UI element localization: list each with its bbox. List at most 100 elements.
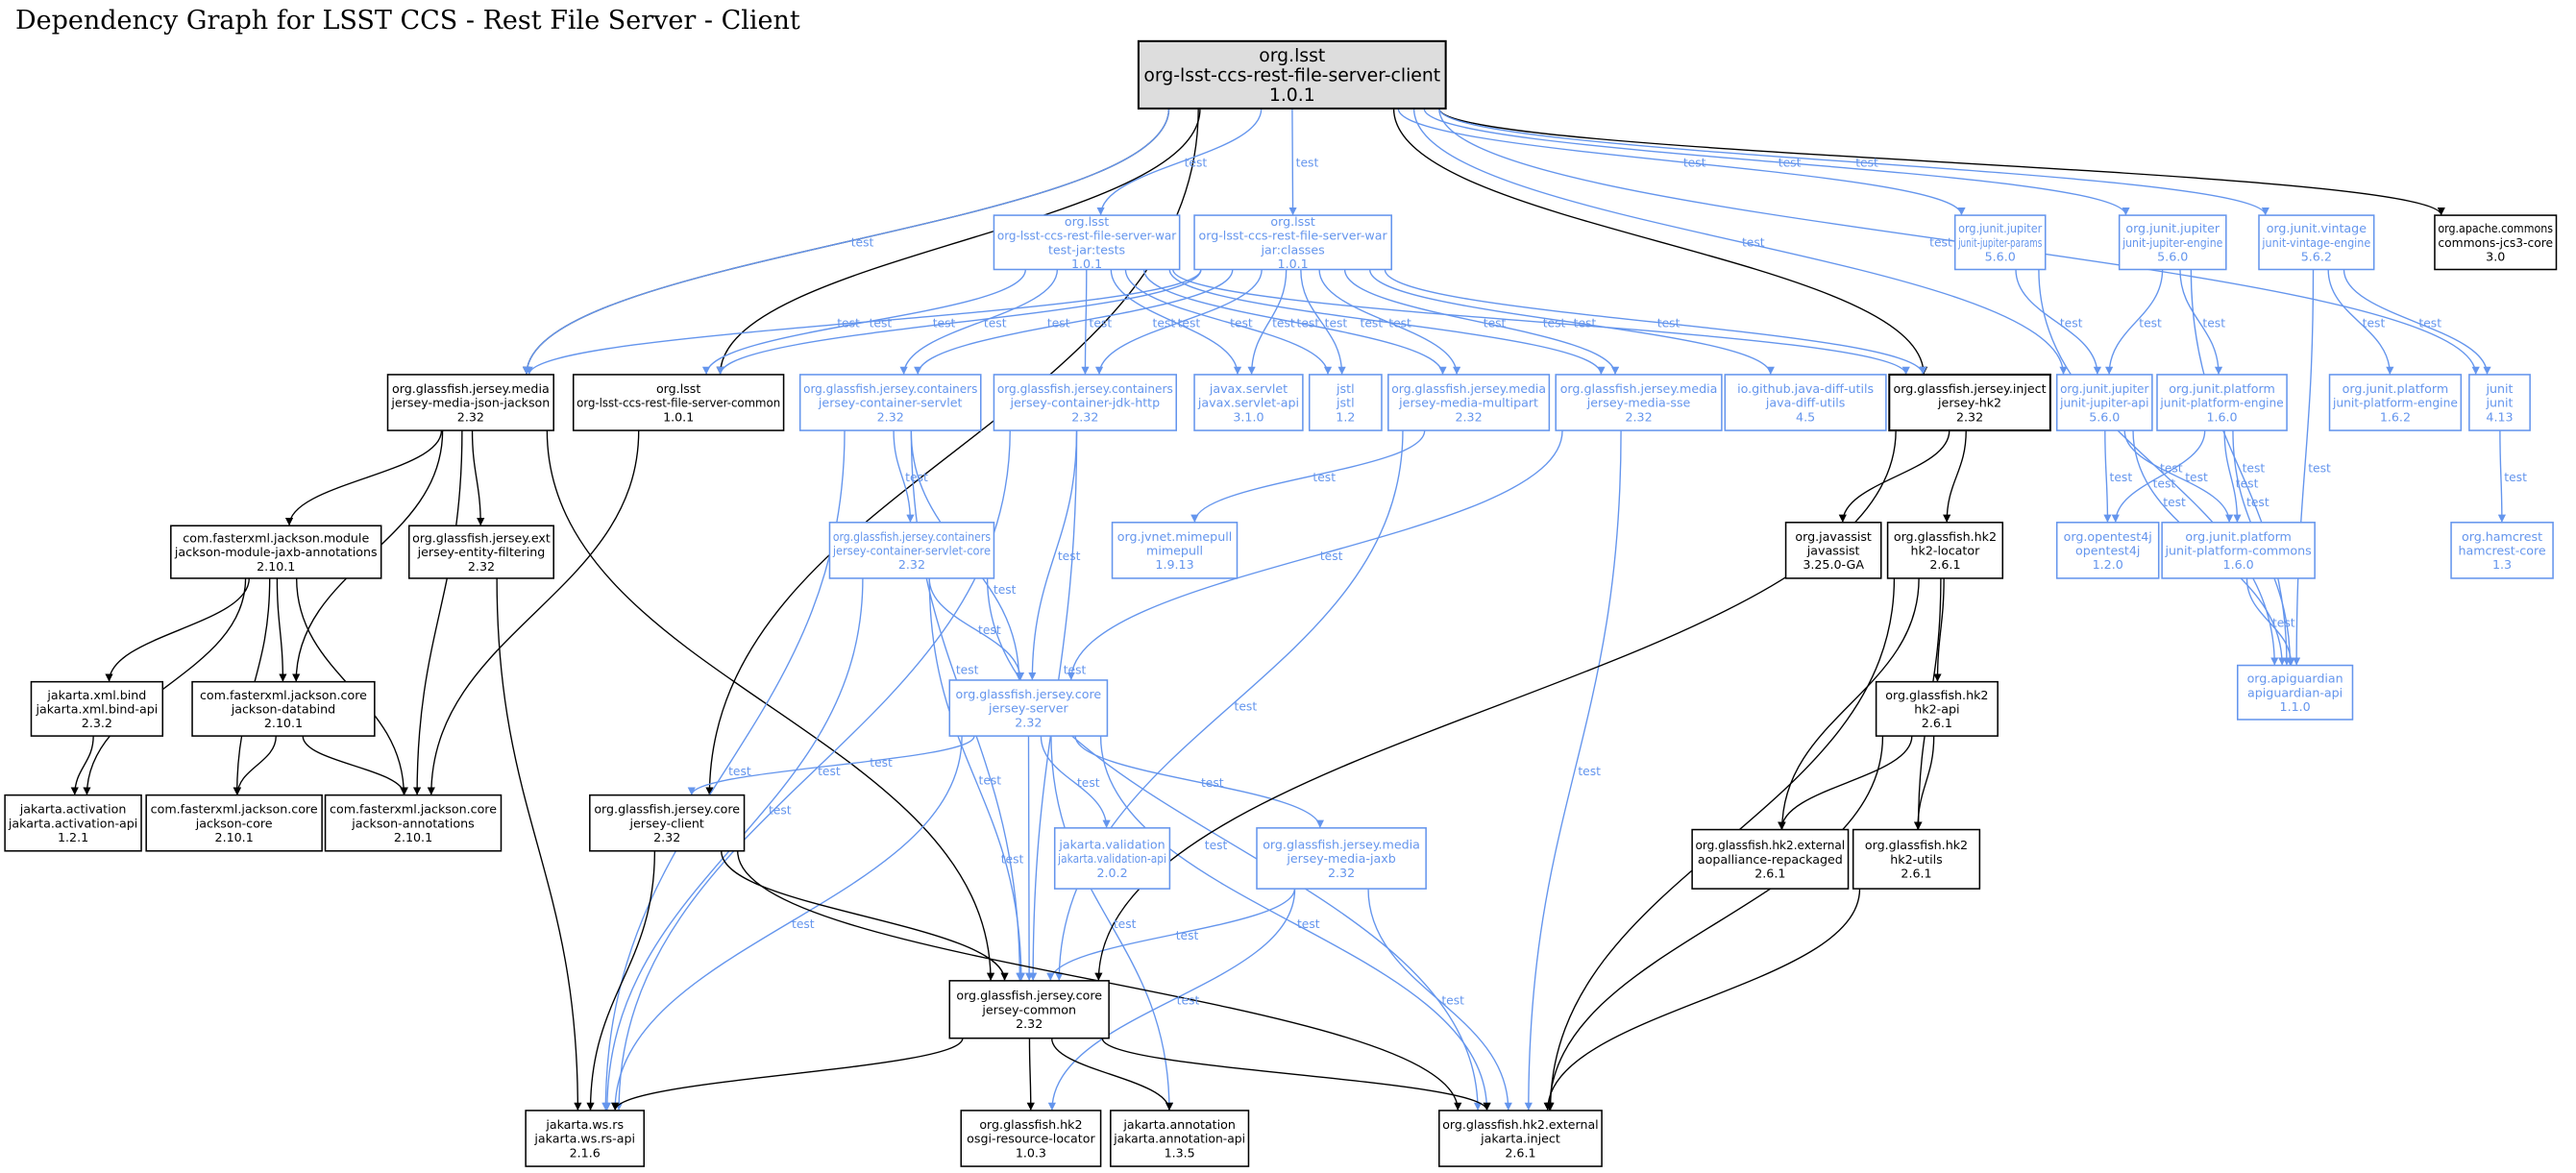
dependency-node-sse[interactable]: org.glassfish.jersey.mediajersey-media-s… bbox=[1555, 374, 1723, 431]
node-group: jakarta.annotation bbox=[1122, 1117, 1235, 1132]
node-group: com.fasterxml.jackson.core bbox=[330, 802, 497, 817]
node-version: 1.6.0 bbox=[2206, 409, 2237, 424]
node-group: junit bbox=[2485, 381, 2513, 396]
node-artifact: org-lsst-ccs-rest-file-server-client bbox=[1143, 66, 1440, 86]
node-group: jakarta.xml.bind bbox=[46, 688, 146, 702]
dependency-node-war-tests[interactable]: org.lsstorg-lsst-ccs-rest-file-server-wa… bbox=[993, 214, 1181, 271]
dependency-node-server-common[interactable]: org.lsstorg-lsst-ccs-rest-file-server-co… bbox=[572, 374, 785, 431]
edge-scope-label: test bbox=[1090, 316, 1113, 330]
dependency-node-plat-engine-160[interactable]: org.junit.platformjunit-platform-engine1… bbox=[2156, 374, 2288, 431]
dependency-node-json-jackson[interactable]: org.glassfish.jersey.mediajersey-media-j… bbox=[386, 374, 554, 431]
dependency-node-databind[interactable]: com.fasterxml.jackson.corejackson-databi… bbox=[191, 680, 376, 737]
node-version: 1.9.13 bbox=[1155, 557, 1193, 572]
node-artifact: jackson-annotations bbox=[351, 816, 474, 830]
dependency-node-root[interactable]: org.lsstorg-lsst-ccs-rest-file-server-cl… bbox=[1137, 39, 1447, 110]
node-box bbox=[589, 794, 746, 852]
dependency-node-jersey-hk2[interactable]: org.glassfish.jersey.injectjersey-hk22.3… bbox=[1888, 373, 2051, 432]
dependency-edge bbox=[1247, 269, 1288, 375]
edge-scope-label: test bbox=[1657, 316, 1681, 330]
node-artifact: jersey-media-jaxb bbox=[1286, 851, 1395, 866]
node-group: org.glassfish.jersey.inject bbox=[1894, 381, 2047, 396]
dependency-node-jackson-ann[interactable]: com.fasterxml.jackson.corejackson-annota… bbox=[324, 794, 503, 852]
dependency-node-plat-engine-162[interactable]: org.junit.platformjunit-platform-engine1… bbox=[2328, 374, 2463, 431]
dependency-node-jaxb-ann[interactable]: com.fasterxml.jackson.modulejackson-modu… bbox=[170, 525, 382, 579]
dependency-node-jersey-server[interactable]: org.glassfish.jersey.corejersey-server2.… bbox=[948, 679, 1109, 737]
node-artifact: javax.servlet-api bbox=[1197, 396, 1299, 410]
dependency-node-jup-engine[interactable]: org.junit.jupiterjunit-jupiter-engine5.6… bbox=[2118, 214, 2227, 271]
edge-scope-label: test bbox=[2246, 496, 2269, 509]
node-group: org.glassfish.jersey.media bbox=[1391, 381, 1546, 396]
node-artifact: org-lsst-ccs-rest-file-server-war bbox=[1199, 229, 1388, 243]
node-artifact: hamcrest-core bbox=[2458, 544, 2545, 558]
dependency-node-multipart[interactable]: org.glassfish.jersey.mediajersey-media-m… bbox=[1387, 374, 1551, 431]
dependency-node-vintage[interactable]: org.junit.vintagejunit-vintage-engine5.6… bbox=[2258, 214, 2375, 271]
dependency-edge bbox=[1397, 108, 1966, 216]
node-group: org.glassfish.jersey.core bbox=[956, 989, 1102, 1003]
node-box bbox=[1193, 374, 1304, 431]
dependency-edge bbox=[412, 430, 463, 795]
dependency-edge bbox=[1392, 108, 1928, 375]
dependency-edge bbox=[1050, 736, 1174, 1111]
dependency-node-plat-commons[interactable]: org.junit.platformjunit-platform-commons… bbox=[2161, 522, 2316, 579]
dependency-node-activation[interactable]: jakarta.activationjakarta.activation-api… bbox=[4, 794, 142, 852]
dependency-node-annotation[interactable]: jakarta.annotationjakarta.annotation-api… bbox=[1110, 1110, 1250, 1167]
node-group: org.junit.platform bbox=[2169, 381, 2274, 396]
node-version: 2.32 bbox=[877, 409, 904, 424]
node-version: 2.32 bbox=[1015, 715, 1042, 729]
edge-scope-label: test bbox=[2110, 471, 2133, 484]
dependency-node-diff-utils[interactable]: io.github.java-diff-utilsjava-diff-utils… bbox=[1724, 374, 1887, 431]
dependency-node-jersey-client[interactable]: org.glassfish.jersey.corejersey-client2.… bbox=[589, 794, 746, 852]
dependency-node-validation[interactable]: jakarta.validationjakarta.validation-api… bbox=[1053, 827, 1171, 890]
node-artifact: jersey-media-multipart bbox=[1398, 396, 1538, 410]
node-box bbox=[828, 522, 995, 579]
edge-scope-label: test bbox=[1235, 700, 1258, 714]
edge-scope-label: test bbox=[1388, 316, 1411, 330]
edge-scope-label: test bbox=[837, 316, 860, 330]
dependency-edge bbox=[1101, 1038, 1491, 1112]
node-group: org.glassfish.hk2 bbox=[1894, 529, 1997, 544]
dependency-node-inject[interactable]: org.glassfish.hk2.externaljakarta.inject… bbox=[1438, 1110, 1603, 1167]
dependency-edge bbox=[1081, 269, 1090, 375]
node-version: 2.32 bbox=[898, 557, 925, 572]
dependency-node-osgi[interactable]: org.glassfish.hk2osgi-resource-locator1.… bbox=[960, 1110, 1102, 1167]
dependency-node-cont-servlet[interactable]: org.glassfish.jersey.containersjersey-co… bbox=[798, 374, 982, 431]
node-box bbox=[1256, 827, 1427, 890]
node-version: 1.2.0 bbox=[2093, 557, 2123, 572]
dependency-node-servlet-core[interactable]: org.glassfish.jersey.containersjersey-co… bbox=[828, 522, 995, 579]
dependency-edge bbox=[525, 269, 1202, 376]
dependency-node-jup-params[interactable]: org.junit.jupiterjunit-jupiter-params5.6… bbox=[1953, 214, 2047, 271]
node-artifact: jakarta.activation-api bbox=[8, 816, 137, 830]
node-group: jstl bbox=[1336, 381, 1355, 396]
node-artifact: jersey-common bbox=[981, 1002, 1076, 1016]
dependency-node-jersey-common[interactable]: org.glassfish.jersey.corejersey-common2.… bbox=[948, 980, 1110, 1039]
dependency-node-cont-jdk[interactable]: org.glassfish.jersey.containersjersey-co… bbox=[993, 374, 1178, 431]
dependency-node-jackson-core[interactable]: com.fasterxml.jackson.corejackson-core2.… bbox=[145, 794, 323, 852]
edge-scope-label: test bbox=[1058, 550, 1081, 563]
node-version: 2.32 bbox=[1016, 1016, 1043, 1031]
dependency-edge bbox=[1050, 1038, 1174, 1112]
node-group: org.glassfish.jersey.media bbox=[392, 381, 550, 396]
dependency-node-entity-filtering[interactable]: org.glassfish.jersey.extjersey-entity-fi… bbox=[407, 525, 554, 579]
dependency-edge bbox=[928, 577, 1025, 981]
dependency-node-war-classes[interactable]: org.lsstorg-lsst-ccs-rest-file-server-wa… bbox=[1193, 214, 1392, 271]
dependency-node-xml-bind[interactable]: jakarta.xml.bindjakarta.xml.bind-api2.3.… bbox=[30, 680, 164, 737]
node-box bbox=[2118, 214, 2227, 271]
node-version: 2.32 bbox=[1328, 866, 1355, 880]
dependency-node-media-jaxb[interactable]: org.glassfish.jersey.mediajersey-media-j… bbox=[1256, 827, 1427, 890]
node-version: 4.5 bbox=[1796, 409, 1815, 424]
dependency-node-aopalliance[interactable]: org.glassfish.hk2.externalaopalliance-re… bbox=[1691, 828, 1850, 890]
